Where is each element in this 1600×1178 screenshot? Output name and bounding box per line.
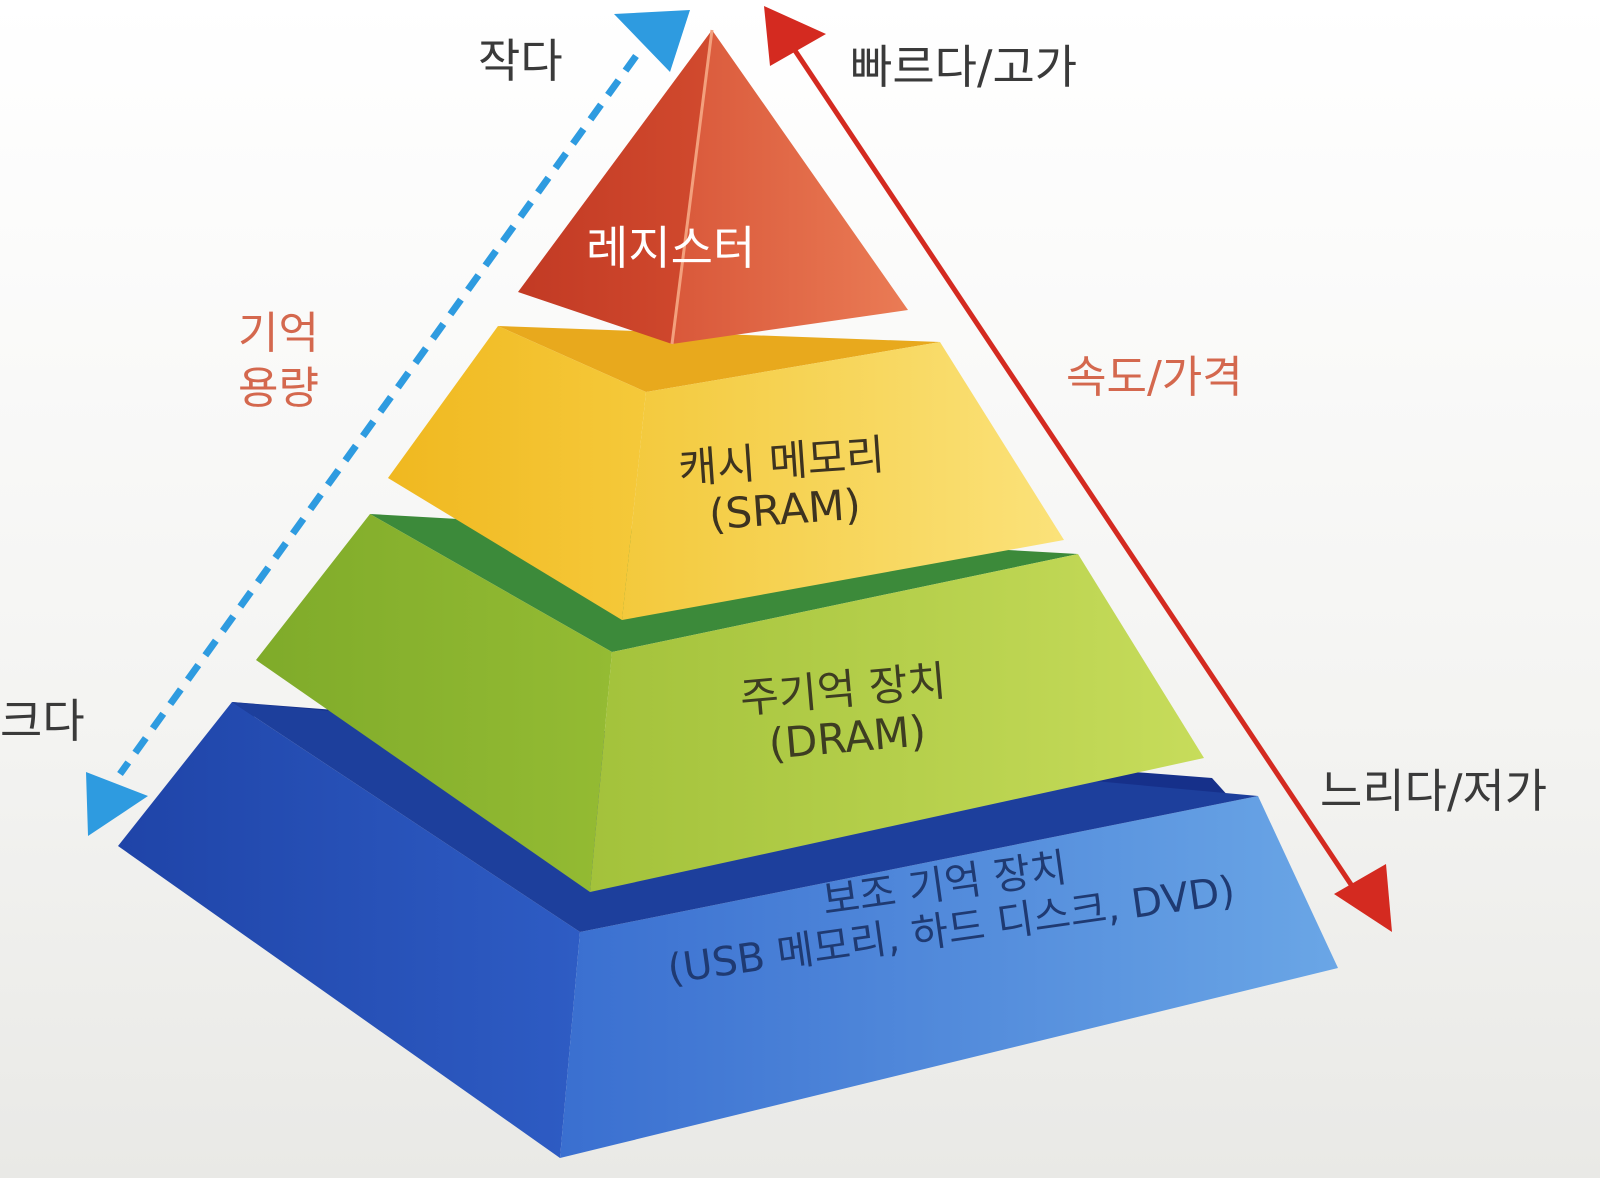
- tier-register-edge: [670, 29, 714, 345]
- label-large: 크다: [0, 694, 85, 748]
- label-capacity: 기억 용량: [238, 306, 319, 416]
- speed-price-arrow-head-top: [764, 6, 826, 66]
- tier-main-front-face: [590, 554, 1204, 892]
- tier-cache-left-face: [388, 326, 646, 620]
- tier-register-label: 레지스터: [586, 222, 755, 275]
- tier-cache-ledge: [498, 326, 940, 392]
- tier-cache-memory: [388, 326, 1064, 620]
- tier-secondary-front-face: [560, 796, 1338, 1158]
- tier-secondary-left-face: [118, 702, 580, 1158]
- tier-main-label: 주기억 장치 (DRAM): [738, 656, 952, 771]
- tier-cache-front-face: [622, 342, 1064, 620]
- capacity-arrow-line: [117, 53, 639, 777]
- tier-register-left-face: [518, 30, 712, 344]
- speed-price-arrow-line: [789, 44, 1359, 894]
- capacity-arrow-head-top: [614, 10, 690, 72]
- label-slow-cheap: 느리다/저가: [1320, 764, 1548, 818]
- label-small: 작다: [478, 34, 563, 88]
- capacity-arrow-head-bottom: [86, 772, 148, 836]
- speed-price-arrow: [764, 6, 1392, 932]
- capacity-arrow: [86, 10, 690, 836]
- tier-cache-label: 캐시 메모리 (SRAM): [677, 430, 890, 542]
- tier-register-name: 레지스터: [586, 221, 756, 275]
- speed-price-arrow-head-bottom: [1334, 864, 1392, 932]
- label-fast-expensive: 빠르다/고가: [850, 40, 1078, 94]
- label-capacity-line2: 용량: [238, 363, 319, 414]
- tier-register-front-face: [672, 30, 908, 344]
- tier-main-left-face: [256, 514, 612, 892]
- label-capacity-line1: 기억: [238, 308, 319, 359]
- label-speed-price: 속도/가격: [1066, 352, 1243, 403]
- tier-register: [518, 29, 908, 345]
